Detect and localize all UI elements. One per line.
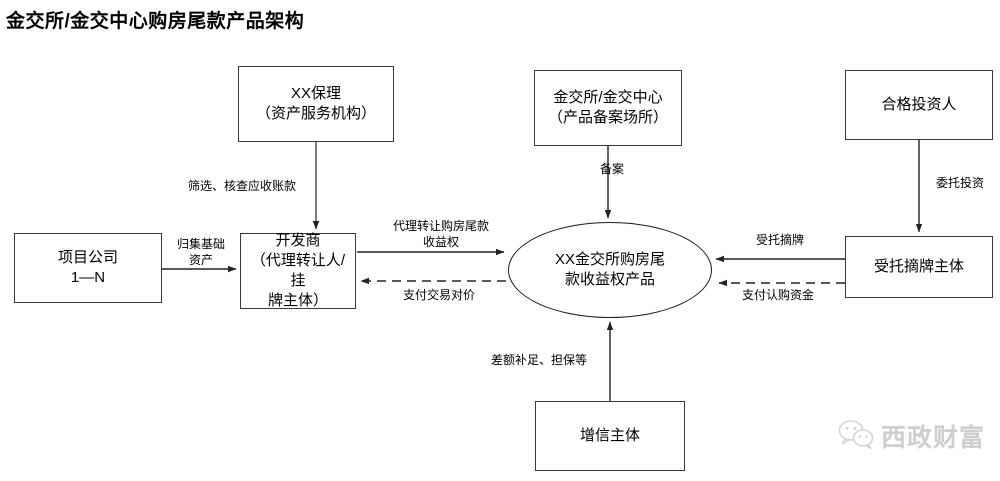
node-bidder-label: 受托摘牌主体 bbox=[873, 257, 964, 275]
watermark-text: 西政财富 bbox=[881, 424, 986, 452]
node-exchange[interactable]: 金交所/金交中心 （产品备案场所） bbox=[534, 70, 682, 146]
node-factoring[interactable]: XX保理 （资产服务机构） bbox=[238, 66, 394, 142]
edge-label-agent-transfer: 代理转让购房尾款 收益权 bbox=[392, 219, 489, 249]
node-developer[interactable]: 开发商 （代理转让人/挂 牌主体） bbox=[240, 231, 356, 310]
node-credit-enhancer[interactable]: 增信主体 bbox=[535, 401, 685, 471]
node-bidder[interactable]: 受托摘牌主体 bbox=[845, 236, 993, 298]
edge-label-filing: 备案 bbox=[599, 162, 624, 176]
page-title: 金交所/金交中心购房尾款产品架构 bbox=[6, 11, 305, 32]
wechat-icon bbox=[838, 419, 874, 454]
node-qualified-investor-label: 合格投资人 bbox=[881, 95, 957, 113]
node-developer-label: 开发商 （代理转让人/挂 牌主体） bbox=[250, 231, 346, 310]
node-project-company[interactable]: 项目公司 1—N bbox=[14, 233, 162, 303]
edge-label-screen-receivables: 筛选、核查应收账款 bbox=[187, 179, 296, 193]
edge-label-entrusted-delisting: 受托摘牌 bbox=[755, 233, 804, 247]
node-product-label: XX金交所购房尾 款收益权产品 bbox=[554, 250, 665, 288]
edge-label-pay-consideration: 支付交易对价 bbox=[402, 288, 475, 302]
node-credit-enhancer-label: 增信主体 bbox=[579, 426, 640, 444]
node-qualified-investor[interactable]: 合格投资人 bbox=[845, 70, 993, 140]
edge-label-difference-guarantee: 差额补足、担保等 bbox=[490, 353, 587, 367]
edge-label-collect-assets: 归集基础 资产 bbox=[176, 237, 225, 267]
node-exchange-label: 金交所/金交中心 （产品备案场所） bbox=[547, 88, 668, 126]
node-factoring-label: XX保理 （资产服务机构） bbox=[255, 84, 376, 122]
node-product[interactable]: XX金交所购房尾 款收益权产品 bbox=[508, 222, 712, 318]
edge-label-pay-subscription: 支付认购资金 bbox=[741, 288, 814, 302]
watermark: 西政财富 bbox=[838, 418, 985, 454]
node-project-company-label: 项目公司 1—N bbox=[57, 248, 118, 286]
edge-label-entrusted-investment: 委托投资 bbox=[935, 176, 984, 190]
